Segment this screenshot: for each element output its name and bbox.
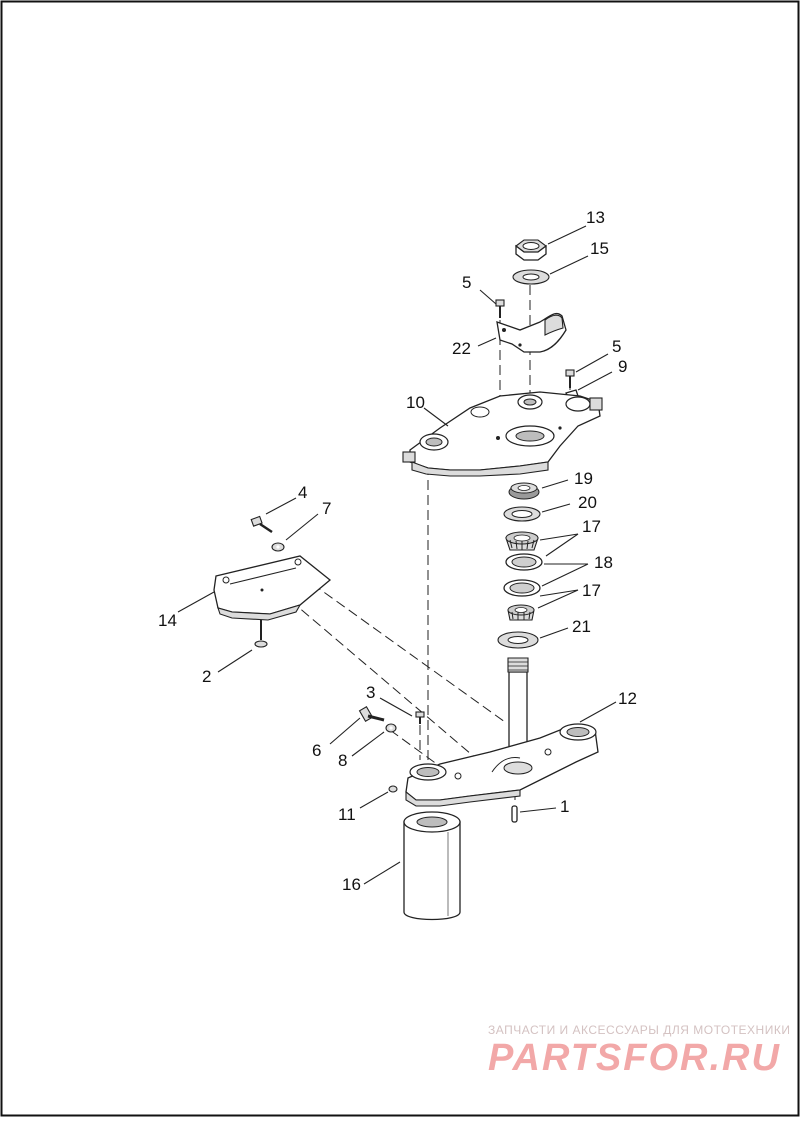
- part-16-fork-cover: [403, 811, 461, 921]
- part-14-cover-plate: [213, 555, 332, 621]
- part-13-nut: [515, 239, 547, 261]
- part-12-lower-fork-bracket: [405, 657, 599, 807]
- callout-17: 17: [582, 517, 601, 536]
- leader-lines: [177, 225, 617, 885]
- part-19-lock-nut: [508, 482, 540, 500]
- part-18-race-lower: [503, 579, 541, 597]
- part-17-bearing-upper: [505, 531, 539, 551]
- part-17-bearing-lower: [507, 604, 535, 621]
- callout-7: 7: [322, 499, 331, 518]
- callout-3: 3: [366, 683, 375, 702]
- part-22-bracket: [496, 312, 567, 353]
- callout-8: 8: [338, 751, 347, 770]
- watermark-brand: PARTSFOR.RU: [488, 1037, 781, 1079]
- callout-5: 5: [612, 337, 621, 356]
- callout-5: 5: [462, 273, 471, 292]
- callout-20: 20: [578, 493, 597, 512]
- callout-22: 22: [452, 339, 471, 358]
- callout-19: 19: [574, 469, 593, 488]
- part-11-screw: [388, 785, 398, 793]
- callout-13: 13: [586, 208, 605, 227]
- part-8-washer: [385, 723, 397, 733]
- callout-17: 17: [582, 581, 601, 600]
- callout-16: 16: [342, 875, 361, 894]
- callout-2: 2: [202, 667, 211, 686]
- watermark-tagline: ЗАПЧАСТИ И АКСЕССУАРЫ ДЛЯ МОТОТЕХНИКИ: [488, 1023, 790, 1037]
- part-15-washer: [512, 269, 550, 285]
- part-10-upper-fork-bracket: [402, 391, 603, 477]
- part-3-screw: [415, 711, 425, 724]
- part-2-screw: [254, 620, 268, 648]
- callout-21: 21: [572, 617, 591, 636]
- callout-15: 15: [590, 239, 609, 258]
- callout-12: 12: [618, 689, 637, 708]
- part-18-race-upper: [505, 553, 543, 571]
- callout-4: 4: [298, 483, 307, 502]
- part-4-screw: [250, 515, 273, 534]
- part-7-washer: [271, 542, 285, 552]
- callout-6: 6: [312, 741, 321, 760]
- part-5-screw-upper: [495, 299, 505, 318]
- part-5-screw-right: [565, 369, 575, 388]
- part-20-seal: [503, 506, 541, 522]
- part-1-pin: [511, 805, 518, 823]
- callout-labels: 13 15 5 22 5 9 10 19 20 17 18 17 21 4 7 …: [158, 208, 637, 894]
- part-21-seal-lower: [497, 631, 539, 649]
- callout-18: 18: [594, 553, 613, 572]
- callout-10: 10: [406, 393, 425, 412]
- callout-11: 11: [338, 805, 356, 824]
- callout-1: 1: [560, 797, 569, 816]
- callout-9: 9: [618, 357, 627, 376]
- callout-14: 14: [158, 611, 177, 630]
- watermark: ЗАПЧАСТИ И АКСЕССУАРЫ ДЛЯ МОТОТЕХНИКИ PA…: [488, 1023, 790, 1079]
- part-6-bolt: [358, 706, 385, 722]
